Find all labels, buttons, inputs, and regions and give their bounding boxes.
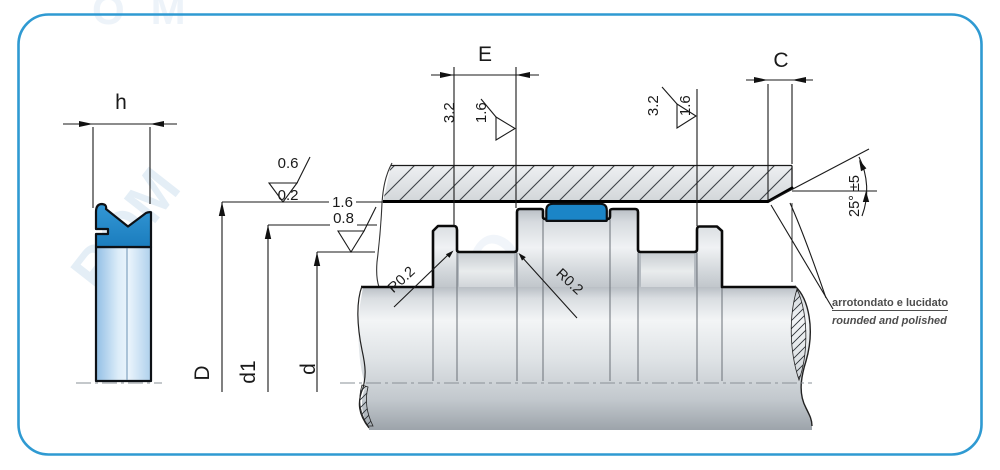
surface-finish-groove-top: 1.6: [329, 195, 356, 210]
installed-seal-ring: [545, 202, 608, 222]
surface-finish-side-left: 3.2 1.6: [426, 101, 490, 141]
rod-break-line-left: [357, 285, 370, 429]
arrowheads: [218, 72, 870, 266]
finish-value: 0.6: [277, 155, 299, 172]
finish-value: 3.2: [645, 95, 662, 117]
note-english: rounded and polished: [832, 315, 947, 327]
finish-value: 3.2: [441, 102, 458, 124]
housing-break-line: [376, 162, 393, 288]
finish-value: 1.6: [677, 95, 694, 117]
surface-finish-bore: 0.6 0.2: [261, 140, 299, 220]
finish-value: 1.6: [473, 102, 490, 124]
dimension-linework: [221, 67, 877, 392]
dim-label-d1: d1: [237, 360, 260, 384]
surface-finish-groove-bottom: 0.8: [330, 211, 357, 226]
dim-label-C: C: [773, 49, 789, 72]
housing-section: [376, 162, 794, 288]
arrowhead: [79, 121, 93, 127]
finish-value: 0.2: [277, 187, 299, 204]
card-border: [17, 13, 983, 456]
rod-section: [357, 207, 813, 430]
arrowhead: [150, 121, 164, 127]
rod-break-hatch-right: [790, 287, 807, 382]
chamfer-angle-label: 25° ±5: [847, 175, 863, 217]
note-italian: arrotondato e lucidato: [832, 297, 949, 311]
dim-label-h: h: [115, 91, 127, 114]
rod-break-line-right: [794, 285, 813, 427]
dim-label-E: E: [477, 43, 492, 66]
dim-label-D: D: [191, 365, 214, 381]
seal-cross-section: [76, 202, 162, 384]
rod-break-hatch-left: [359, 384, 374, 427]
dimension-h-lines: [63, 123, 177, 208]
dim-label-d: d: [297, 363, 320, 375]
surface-finish-side-right: 3.2 1.6: [630, 94, 694, 134]
